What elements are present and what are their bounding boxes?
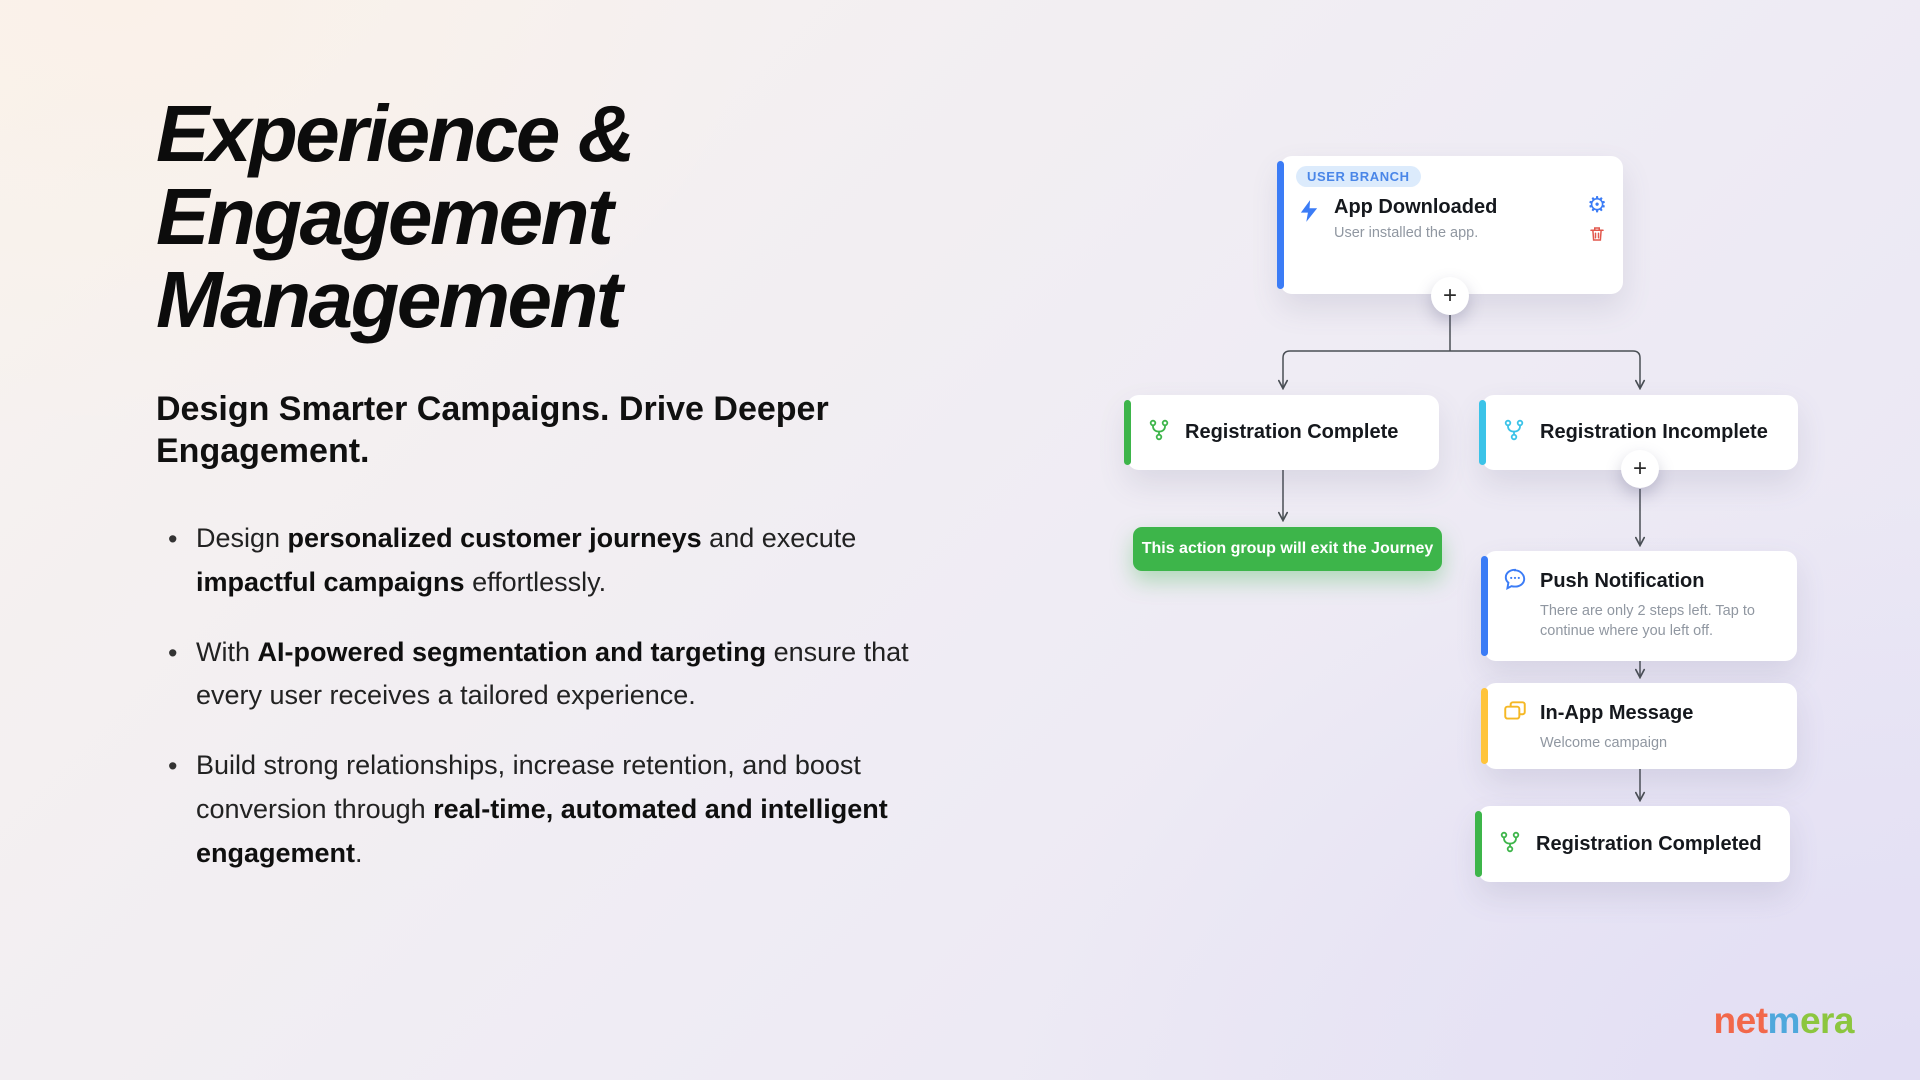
gear-icon[interactable]: ⚙	[1587, 193, 1607, 218]
left-panel: Experience & Engagement Management Desig…	[156, 92, 1056, 901]
subtitle: Design Smarter Campaigns. Drive Deeper E…	[156, 388, 1056, 474]
lightning-icon	[1296, 196, 1322, 231]
add-step-button[interactable]: +	[1621, 450, 1659, 488]
node-app-downloaded[interactable]: USER BRANCH App Downloaded User installe…	[1277, 156, 1623, 294]
logo-part-m: m	[1767, 1000, 1801, 1041]
accent-bar-green	[1475, 811, 1482, 877]
accent-bar-blue	[1481, 556, 1488, 656]
node-subtitle: User installed the app.	[1334, 225, 1479, 241]
page-title: Experience & Engagement Management	[156, 92, 1056, 342]
accent-bar-cyan	[1479, 400, 1486, 465]
subtitle-line-2: Engagement.	[156, 432, 370, 471]
trash-icon[interactable]	[1588, 224, 1606, 249]
title-line-1: Experience &	[156, 89, 635, 178]
connector-lines	[1100, 315, 1870, 930]
node-registration-complete[interactable]: Registration Complete	[1124, 395, 1439, 470]
accent-bar-yellow	[1481, 688, 1488, 764]
branch-icon	[1147, 418, 1171, 447]
title-line-2: Engagement	[156, 172, 614, 262]
add-step-button[interactable]: +	[1431, 277, 1469, 315]
windows-icon	[1502, 698, 1528, 729]
branch-icon	[1498, 830, 1522, 859]
netmera-logo: netmera	[1713, 1000, 1855, 1042]
user-branch-badge: USER BRANCH	[1296, 166, 1421, 187]
bullet-item-2: With AI-powered segmentation and targeti…	[156, 631, 936, 718]
title-line-3: Management	[156, 255, 622, 345]
journey-diagram: USER BRANCH App Downloaded User installe…	[1100, 140, 1870, 930]
node-subtitle: Welcome campaign	[1540, 735, 1668, 751]
node-title: App Downloaded	[1334, 196, 1498, 218]
accent-bar-blue	[1277, 161, 1284, 289]
node-push-notification[interactable]: Push Notification There are only 2 steps…	[1481, 551, 1797, 661]
exit-journey-note: This action group will exit the Journey	[1133, 527, 1442, 571]
node-subtitle: There are only 2 steps left. Tap to cont…	[1540, 603, 1755, 640]
accent-bar-green	[1124, 400, 1131, 465]
branch-icon	[1502, 418, 1526, 447]
node-title: Registration Complete	[1185, 421, 1399, 443]
node-in-app-message[interactable]: In-App Message Welcome campaign	[1481, 683, 1797, 769]
node-title: Registration Completed	[1536, 832, 1762, 855]
node-registration-completed[interactable]: Registration Completed	[1475, 806, 1790, 882]
node-title: Registration Incomplete	[1540, 421, 1768, 443]
logo-part-net: net	[1713, 1000, 1769, 1041]
node-title: Push Notification	[1540, 570, 1705, 592]
bullet-item-1: Design personalized customer journeys an…	[156, 517, 936, 604]
node-title: In-App Message	[1540, 702, 1694, 724]
bullet-item-3: Build strong relationships, increase ret…	[156, 744, 936, 875]
subtitle-line-1: Design Smarter Campaigns. Drive Deeper	[156, 389, 829, 428]
logo-part-era: era	[1799, 1000, 1855, 1041]
chat-bubble-icon	[1502, 566, 1528, 597]
bullet-list: Design personalized customer journeys an…	[156, 517, 936, 875]
